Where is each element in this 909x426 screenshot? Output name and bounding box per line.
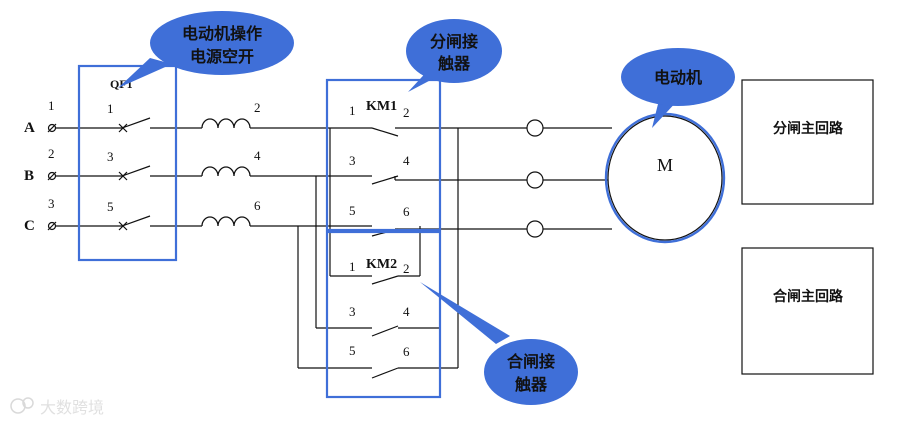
watermark-text: 大数跨境 [40, 398, 104, 417]
phase-lines [56, 127, 612, 230]
input-terminals [47, 123, 57, 231]
callout-breaker-line2: 电源空开 [190, 47, 254, 66]
motor-symbol: M [657, 155, 673, 175]
km2-terminal: 3 [349, 304, 356, 319]
highlight-boxes [77, 64, 442, 399]
callout-close-line1: 合闸接 [507, 352, 555, 371]
km2-wiring [297, 128, 459, 379]
km1-label: KM1 [366, 99, 397, 114]
callout-close-line2: 触器 [514, 375, 548, 394]
callout-motor-text: 电动机 [654, 68, 702, 87]
input-terminal-number: 3 [48, 196, 55, 211]
callout-motor: 电动机 [621, 48, 735, 128]
km2-terminal: 6 [403, 344, 410, 359]
coil-terminal-number: 4 [254, 148, 261, 163]
km1-terminal: 2 [403, 105, 410, 120]
breaker-terminal-number: 1 [107, 101, 114, 116]
km1-terminal: 6 [403, 204, 410, 219]
close-circuit-label: 合闸主回路 [773, 288, 844, 305]
km2-terminal: 2 [403, 261, 410, 276]
km1-terminal: 4 [403, 153, 410, 168]
coil-terminal-number: 6 [254, 198, 261, 213]
km2-label: KM2 [366, 257, 397, 272]
callout-open-line2: 触器 [437, 54, 471, 73]
km2-labels: KM2 1 2 3 4 5 6 [349, 257, 410, 359]
open-circuit-label: 分闸主回路 [773, 120, 844, 137]
output-terminals [526, 119, 544, 238]
km2-terminal: 4 [403, 304, 410, 319]
callout-close-contactor: 合闸接 触器 [420, 282, 578, 405]
km2-terminal: 5 [349, 343, 356, 358]
circuit-boxes [741, 79, 874, 375]
km1-terminal: 3 [349, 153, 356, 168]
breaker-contacts [118, 117, 151, 231]
watermark: 大数跨境 [10, 397, 104, 417]
phase-label-a: A [24, 120, 35, 136]
callout-open-line1: 分闸接 [430, 32, 478, 51]
km1-labels: KM1 1 2 3 4 5 6 [349, 99, 410, 219]
phase-labels: A B C 1 2 3 1 3 5 2 4 6 QF1 [24, 77, 261, 234]
breaker-terminal-number: 3 [107, 149, 114, 164]
phase-label-b: B [24, 168, 34, 184]
breaker-terminal-number: 5 [107, 199, 114, 214]
km1-terminal: 5 [349, 203, 356, 218]
callout-breaker: 电动机操作 电源空开 [118, 11, 294, 88]
inductor-coils [201, 118, 251, 227]
km1-contacts [340, 127, 399, 237]
input-terminal-number: 2 [48, 146, 55, 161]
callout-open-contactor: 分闸接 触器 [406, 19, 502, 92]
motor: M [604, 112, 726, 244]
km2-terminal: 1 [349, 259, 356, 274]
callout-breaker-line1: 电动机操作 [182, 24, 262, 43]
km1-terminal: 1 [349, 103, 356, 118]
input-terminal-number: 1 [48, 98, 55, 113]
phase-label-c: C [24, 218, 35, 234]
coil-terminal-number: 2 [254, 100, 261, 115]
